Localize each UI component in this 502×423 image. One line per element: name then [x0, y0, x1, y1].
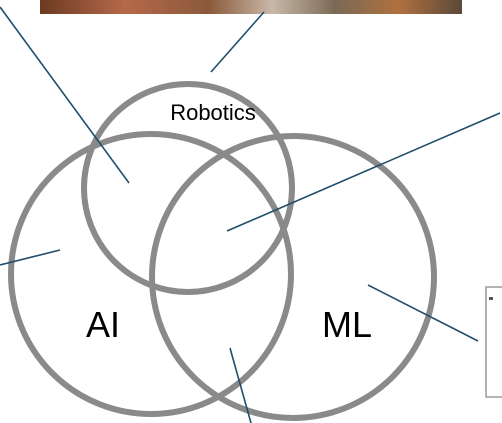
- leader-line-ai-ml: [229, 347, 252, 423]
- ai-circle: [8, 131, 294, 417]
- top-photo-strip: [40, 0, 462, 14]
- robotics-circle: [81, 81, 295, 295]
- ai-label: AI: [86, 304, 120, 345]
- leader-line-robotics: [210, 11, 265, 73]
- leader-line-center: [226, 112, 501, 232]
- robotics-label: Robotics: [170, 100, 256, 125]
- ml-circle: [149, 133, 437, 421]
- ml-label: ML: [322, 304, 372, 345]
- leader-line-ml: [367, 284, 479, 342]
- leader-line-robotics-ai: [0, 6, 130, 184]
- leader-line-ai: [0, 249, 61, 266]
- right-edge-panel-mark: [489, 297, 493, 300]
- right-edge-panel: [485, 286, 502, 398]
